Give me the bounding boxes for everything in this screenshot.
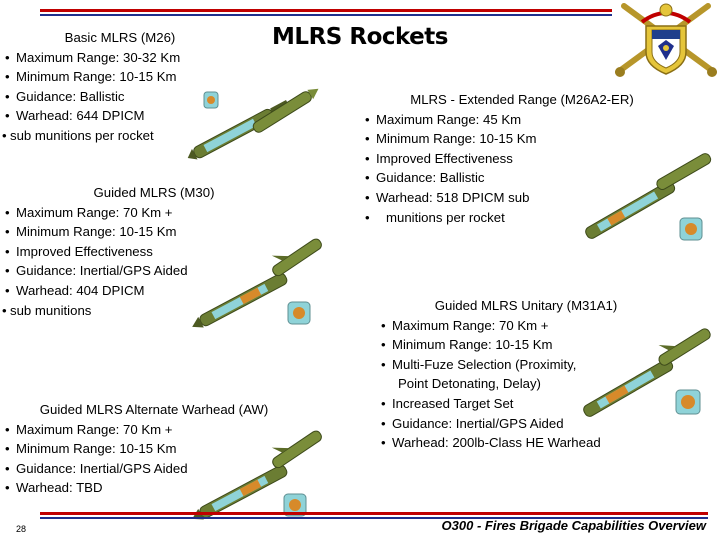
m31a1-spec-item: Warhead: 200lb-Class HE Warhead (378, 433, 674, 453)
footer-course-title: O300 - Fires Brigade Capabilities Overvi… (441, 518, 706, 533)
m31a1-spec-item: Multi-Fuze Selection (Proximity, (378, 355, 674, 375)
aw-spec-item: Minimum Range: 10-15 Km (2, 439, 306, 459)
m26a2-heading: MLRS - Extended Range (M26A2-ER) (410, 92, 634, 107)
m30-spec-block: Guided MLRS (M30) Maximum Range: 70 Km +… (2, 183, 306, 320)
m26-spec-item: Warhead: 644 DPICM (2, 106, 238, 126)
footer-rule-red (40, 512, 708, 515)
m26a2-rocket-illustration (585, 153, 712, 241)
m26a2-spec-item: Improved Effectiveness (362, 149, 682, 169)
aw-heading: Guided MLRS Alternate Warhead (AW) (39, 402, 269, 417)
m31a1-spec-item: Maximum Range: 70 Km + (378, 316, 674, 336)
m26-spec-item: sub munitions per rocket (2, 126, 238, 146)
aw-spec-item: Maximum Range: 70 Km + (2, 420, 306, 440)
m30-spec-item: Warhead: 404 DPICM (2, 281, 306, 301)
m30-spec-list: Maximum Range: 70 Km + Minimum Range: 10… (2, 203, 306, 321)
m26a2-spec-item: Minimum Range: 10-15 Km (362, 129, 682, 149)
m31a1-spec-block: Guided MLRS Unitary (M31A1) Maximum Rang… (378, 296, 674, 453)
page-number: 28 (16, 524, 27, 534)
m26-spec-item: Maximum Range: 30-32 Km (2, 48, 238, 68)
m31a1-rocket-illustration (583, 328, 711, 417)
m30-heading: Guided MLRS (M30) (93, 185, 215, 200)
m26a2-spec-block: MLRS - Extended Range (M26A2-ER) Maximum… (362, 90, 682, 227)
header-rule-red (40, 9, 612, 12)
m30-spec-item: Improved Effectiveness (2, 242, 306, 262)
m30-spec-item: Guidance: Inertial/GPS Aided (2, 261, 306, 281)
m31a1-spec-item: Increased Target Set (378, 394, 674, 414)
m26-spec-item: Minimum Range: 10-15 Km (2, 67, 238, 87)
footer-rule-blue (40, 517, 708, 519)
m30-spec-item: sub munitions (2, 301, 306, 321)
header-rule-blue (40, 14, 612, 16)
m26-spec-list: Maximum Range: 30-32 Km Minimum Range: 1… (2, 48, 238, 146)
m31a1-spec-item: Guidance: Inertial/GPS Aided (378, 414, 674, 434)
aw-spec-list: Maximum Range: 70 Km + Minimum Range: 10… (2, 420, 306, 498)
m26a2-spec-item: Warhead: 518 DPICM sub (362, 188, 682, 208)
m26-rocket-illustration (187, 88, 319, 160)
m26a2-spec-list: Maximum Range: 45 Km Minimum Range: 10-1… (362, 110, 682, 228)
m26-spec-block: Basic MLRS (M26) Maximum Range: 30-32 Km… (2, 28, 238, 146)
m26a2-spec-item: Maximum Range: 45 Km (362, 110, 682, 130)
m30-spec-item: Maximum Range: 70 Km + (2, 203, 306, 223)
aw-spec-item: Warhead: TBD (2, 478, 306, 498)
m31a1-spec-item: Minimum Range: 10-15 Km (378, 335, 674, 355)
aw-spec-item: Guidance: Inertial/GPS Aided (2, 459, 306, 479)
m31a1-spec-item: Point Detonating, Delay) (398, 376, 541, 392)
aw-spec-block: Guided MLRS Alternate Warhead (AW) Maxim… (2, 400, 306, 498)
m26a2-spec-item: munitions per rocket (362, 208, 682, 228)
m30-rocket-illustration (192, 238, 322, 328)
m30-spec-item: Minimum Range: 10-15 Km (2, 222, 306, 242)
m31a1-heading: Guided MLRS Unitary (M31A1) (434, 298, 618, 313)
m26-spec-item: Guidance: Ballistic (2, 87, 238, 107)
page-title: MLRS Rockets (272, 24, 448, 50)
m26a2-spec-item: Guidance: Ballistic (362, 168, 682, 188)
m26-heading: Basic MLRS (M26) (64, 30, 176, 45)
m31a1-spec-list: Maximum Range: 70 Km + Minimum Range: 10… (378, 316, 674, 453)
aw-rocket-illustration (192, 430, 322, 520)
branch-crest-icon (615, 3, 717, 77)
